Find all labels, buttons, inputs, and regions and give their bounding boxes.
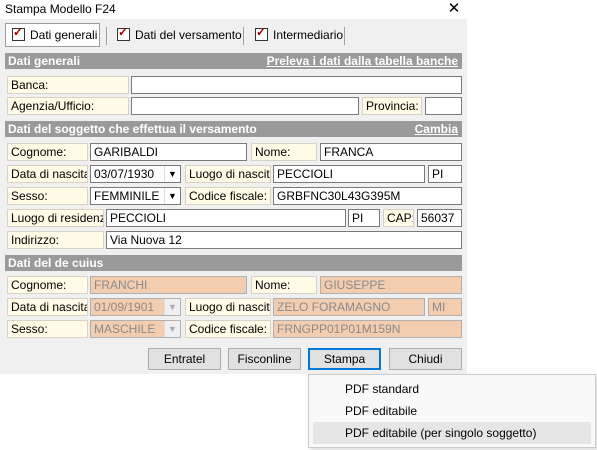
decuius-cf-label: Codice fiscale: (185, 320, 271, 338)
residenza-label: Luogo di residenza: (7, 209, 104, 227)
decuius-nome-label: Nome: (251, 276, 317, 294)
luogo-nascita-field[interactable]: PECCIOLI (273, 165, 425, 183)
f24-dialog: Stampa Modello F24 ✕ Dati generali Dati … (0, 0, 467, 374)
fisconline-button[interactable]: Fisconline (228, 348, 301, 370)
decuius-prov-field: MI (428, 298, 462, 316)
chiudi-button[interactable]: Chiudi (389, 348, 462, 370)
tab-dati-versamento[interactable]: Dati del versamento (110, 23, 242, 47)
prov-residenza-field[interactable]: PI (348, 209, 380, 227)
decuius-cognome-label: Cognome: (7, 276, 88, 294)
chevron-down-icon: ▼ (164, 299, 180, 315)
entratel-button[interactable]: Entratel (148, 348, 221, 370)
nome-field[interactable]: FRANCA (320, 143, 462, 161)
decuius-luogo-field: ZELO FORAMAGNO (273, 298, 425, 316)
menu-item-pdf-editabile-singolo[interactable]: PDF editabile (per singolo soggetto) (313, 422, 591, 444)
provincia-field[interactable] (425, 97, 462, 115)
tab-label: Dati del versamento (135, 28, 242, 42)
decuius-nascita-label: Data di nascita: (7, 298, 88, 316)
decuius-sesso-value: MASCHILE (94, 322, 156, 336)
tab-bar: Dati generali Dati del versamento Interm… (0, 19, 467, 49)
cap-field[interactable]: 56037 (417, 209, 462, 227)
decuius-nome-field: GIUSEPPE (320, 276, 462, 294)
decuius-cognome-field: FRANCHI (90, 276, 247, 294)
stampa-menu: PDF standard PDF editabile PDF editabile… (308, 374, 596, 448)
decuius-cf-field: FRNGPP01P01M159N (273, 320, 462, 338)
section-title: Dati del de cuius (8, 256, 104, 270)
chevron-down-icon[interactable]: ▼ (164, 166, 180, 182)
residenza-field[interactable]: PECCIOLI (106, 209, 346, 227)
tab-label: Dati generali (30, 28, 98, 42)
decuius-luogo-label: Luogo di nascita: (185, 298, 271, 316)
section-header-dati-generali: Dati generali Preleva i dati dalla tabel… (5, 53, 462, 69)
tab-separator (243, 27, 244, 45)
checkbox-checked-icon[interactable] (12, 25, 25, 41)
section-header-soggetto: Dati del soggetto che effettua il versam… (5, 121, 462, 137)
window-title: Stampa Modello F24 (5, 2, 116, 16)
banca-field[interactable] (131, 76, 462, 94)
stampa-button[interactable]: Stampa (308, 348, 381, 370)
nascita-datepicker[interactable]: 03/07/1930 ▼ (90, 165, 181, 183)
indirizzo-field[interactable]: Via Nuova 12 (106, 231, 462, 249)
decuius-sesso-select: MASCHILE ▼ (90, 320, 181, 338)
menu-item-pdf-standard[interactable]: PDF standard (345, 382, 420, 396)
tab-dati-generali[interactable]: Dati generali (5, 23, 100, 47)
cap-label: CAP: (383, 209, 414, 227)
tab-intermediario[interactable]: Intermediario (248, 23, 344, 47)
cf-field[interactable]: GRBFNC30L43G395M (273, 187, 462, 205)
provincia-label: Provincia: (362, 97, 422, 115)
chevron-down-icon[interactable]: ▼ (164, 188, 180, 204)
chevron-down-icon: ▼ (164, 321, 180, 337)
tab-separator (344, 27, 345, 45)
nascita-value: 03/07/1930 (94, 167, 155, 181)
cognome-label: Cognome: (7, 143, 88, 161)
prov-nascita-field[interactable]: PI (428, 165, 462, 183)
preleva-banche-link[interactable]: Preleva i dati dalla tabella banche (266, 54, 458, 68)
agenzia-label: Agenzia/Ufficio: (7, 97, 129, 115)
section-header-de-cuius: Dati del de cuius (5, 255, 462, 271)
nascita-label: Data di nascita: (7, 165, 88, 183)
close-icon[interactable]: ✕ (447, 0, 461, 17)
cf-label: Codice fiscale: (185, 187, 271, 205)
agenzia-field[interactable] (131, 97, 359, 115)
luogo-nascita-label: Luogo di nascita: (185, 165, 271, 183)
sesso-select[interactable]: FEMMINILE ▼ (90, 187, 181, 205)
title-bar: Stampa Modello F24 ✕ (0, 0, 467, 19)
section-title: Dati del soggetto che effettua il versam… (8, 122, 257, 136)
tab-label: Intermediario (273, 28, 344, 42)
decuius-nascita-value: 01/09/1901 (94, 300, 155, 314)
cambia-link[interactable]: Cambia (414, 122, 458, 136)
sesso-value: FEMMINILE (94, 189, 160, 203)
decuius-nascita-datepicker: 01/09/1901 ▼ (90, 298, 181, 316)
checkbox-checked-icon[interactable] (117, 25, 130, 41)
indirizzo-label: Indirizzo: (7, 231, 104, 249)
checkbox-checked-icon[interactable] (255, 25, 268, 41)
sesso-label: Sesso: (7, 187, 88, 205)
banca-label: Banca: (7, 76, 129, 94)
nome-label: Nome: (251, 143, 317, 161)
decuius-sesso-label: Sesso: (7, 320, 88, 338)
cognome-field[interactable]: GARIBALDI (90, 143, 247, 161)
menu-item-pdf-editabile[interactable]: PDF editabile (345, 404, 418, 418)
section-title: Dati generali (8, 54, 81, 68)
tab-separator (106, 27, 107, 45)
